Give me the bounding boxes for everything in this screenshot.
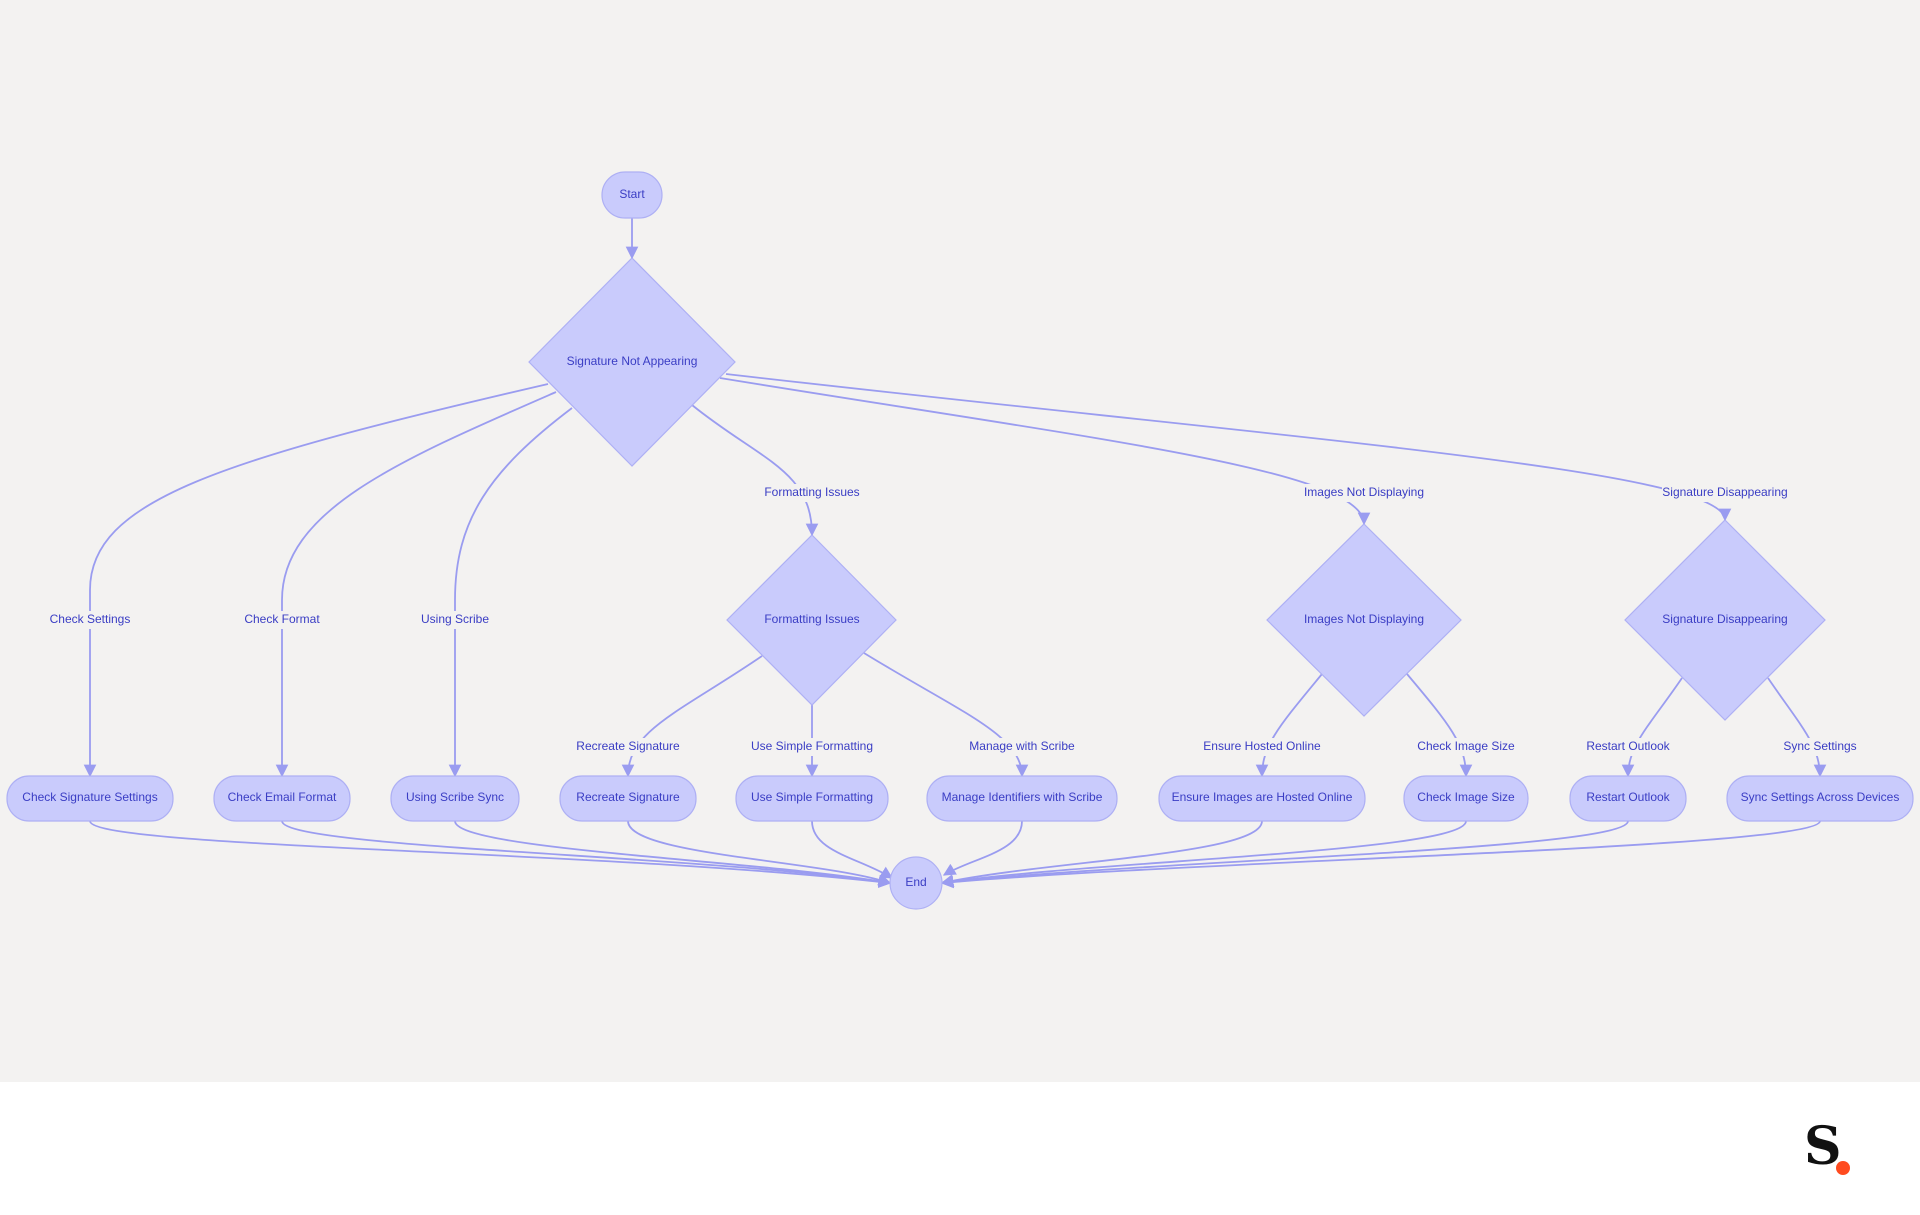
node-use-simple-formatting[interactable]: Use Simple Formatting: [735, 775, 889, 822]
node-recreate-signature-label: Recreate Signature: [576, 790, 680, 804]
edge-to-end-5: [811, 820, 894, 879]
label-manage-with-scribe: Manage with Scribe: [969, 739, 1075, 753]
logo-letter: S: [1804, 1116, 1842, 1177]
edge-to-end-1: [89, 820, 892, 888]
edge-to-end-7: [940, 820, 1263, 887]
edge-to-end-3: [454, 820, 892, 888]
edge-recreate-signature: [621, 655, 763, 778]
edge-to-end-6: [942, 820, 1023, 876]
edges: [83, 218, 1827, 889]
decision-formatting-issues-label: Formatting Issues: [764, 612, 859, 626]
label-use-simple-formatting: Use Simple Formatting: [751, 739, 873, 753]
label-images-not-displaying: Images Not Displaying: [1304, 485, 1424, 499]
decision-signature-disappearing-label: Signature Disappearing: [1662, 612, 1787, 626]
node-manage-identifiers-with-scribe[interactable]: Manage Identifiers with Scribe: [926, 775, 1118, 822]
node-check-signature-settings[interactable]: Check Signature Settings: [6, 775, 174, 822]
label-check-settings: Check Settings: [50, 612, 131, 626]
node-restart-outlook[interactable]: Restart Outlook: [1569, 775, 1687, 822]
logo-dot: [1836, 1161, 1850, 1175]
edge-manage-with-scribe: [863, 652, 1029, 778]
node-start-label: Start: [619, 187, 645, 201]
edge-to-end-9: [940, 820, 1629, 889]
node-check-email-format[interactable]: Check Email Format: [213, 775, 351, 822]
node-start[interactable]: Start: [601, 171, 663, 219]
edge-ensure-hosted-online: [1255, 673, 1323, 778]
decision-images-not-displaying-label: Images Not Displaying: [1304, 612, 1424, 626]
label-check-image-size: Check Image Size: [1417, 739, 1515, 753]
edge-to-end-4: [627, 820, 892, 886]
label-restart-outlook: Restart Outlook: [1586, 739, 1670, 753]
node-check-image-size[interactable]: Check Image Size: [1403, 775, 1529, 822]
label-formatting-issues: Formatting Issues: [764, 485, 859, 499]
edge-labels: Check Settings Check Format Using Scribe…: [48, 484, 1860, 756]
node-manage-identifiers-with-scribe-label: Manage Identifiers with Scribe: [942, 790, 1103, 804]
label-using-scribe: Using Scribe: [421, 612, 489, 626]
nodes: Start Signature Not Appearing Formatting…: [6, 171, 1914, 910]
edge-to-end-8: [940, 820, 1467, 888]
node-recreate-signature[interactable]: Recreate Signature: [559, 775, 697, 822]
decision-signature-not-appearing-label: Signature Not Appearing: [567, 354, 698, 368]
edge-using-scribe: [448, 407, 573, 778]
label-signature-disappearing: Signature Disappearing: [1662, 485, 1787, 499]
node-check-email-format-label: Check Email Format: [228, 790, 337, 804]
edge-check-image-size: [1406, 673, 1473, 778]
footer-area: [0, 1082, 1920, 1215]
edge-sync-settings: [1767, 677, 1827, 778]
node-using-scribe-sync-label: Using Scribe Sync: [406, 790, 504, 804]
label-ensure-hosted-online: Ensure Hosted Online: [1203, 739, 1321, 753]
decision-formatting-issues[interactable]: Formatting Issues: [726, 534, 897, 706]
edge-formatting-issues: [691, 404, 819, 537]
decision-signature-not-appearing[interactable]: Signature Not Appearing: [528, 257, 736, 467]
edge-signature-disappearing: [725, 373, 1732, 522]
node-use-simple-formatting-label: Use Simple Formatting: [751, 790, 873, 804]
diagram-canvas: Check Settings Check Format Using Scribe…: [0, 0, 1920, 1082]
edge-check-settings: [83, 383, 549, 778]
node-end[interactable]: End: [889, 856, 943, 910]
node-ensure-images-hosted-online[interactable]: Ensure Images are Hosted Online: [1158, 775, 1366, 822]
decision-signature-disappearing[interactable]: Signature Disappearing: [1624, 519, 1826, 721]
brand-logo-icon: S: [1800, 1119, 1860, 1181]
decision-images-not-displaying[interactable]: Images Not Displaying: [1266, 523, 1462, 717]
node-end-label: End: [905, 875, 926, 889]
edge-images-not-displaying: [719, 377, 1371, 526]
node-using-scribe-sync[interactable]: Using Scribe Sync: [390, 775, 520, 822]
node-check-signature-settings-label: Check Signature Settings: [22, 790, 157, 804]
node-restart-outlook-label: Restart Outlook: [1586, 790, 1670, 804]
node-ensure-images-hosted-online-label: Ensure Images are Hosted Online: [1172, 790, 1353, 804]
flowchart: Check Settings Check Format Using Scribe…: [6, 171, 1914, 910]
label-recreate-signature: Recreate Signature: [576, 739, 680, 753]
edge-restart-outlook: [1621, 677, 1683, 778]
edge-to-end-2: [281, 820, 892, 888]
label-sync-settings: Sync Settings: [1783, 739, 1856, 753]
edge-check-format: [275, 391, 557, 778]
edge-to-end-10: [940, 820, 1821, 889]
label-check-format: Check Format: [244, 612, 320, 626]
node-sync-settings-across-devices[interactable]: Sync Settings Across Devices: [1726, 775, 1914, 822]
node-check-image-size-label: Check Image Size: [1417, 790, 1515, 804]
node-sync-settings-across-devices-label: Sync Settings Across Devices: [1741, 790, 1900, 804]
